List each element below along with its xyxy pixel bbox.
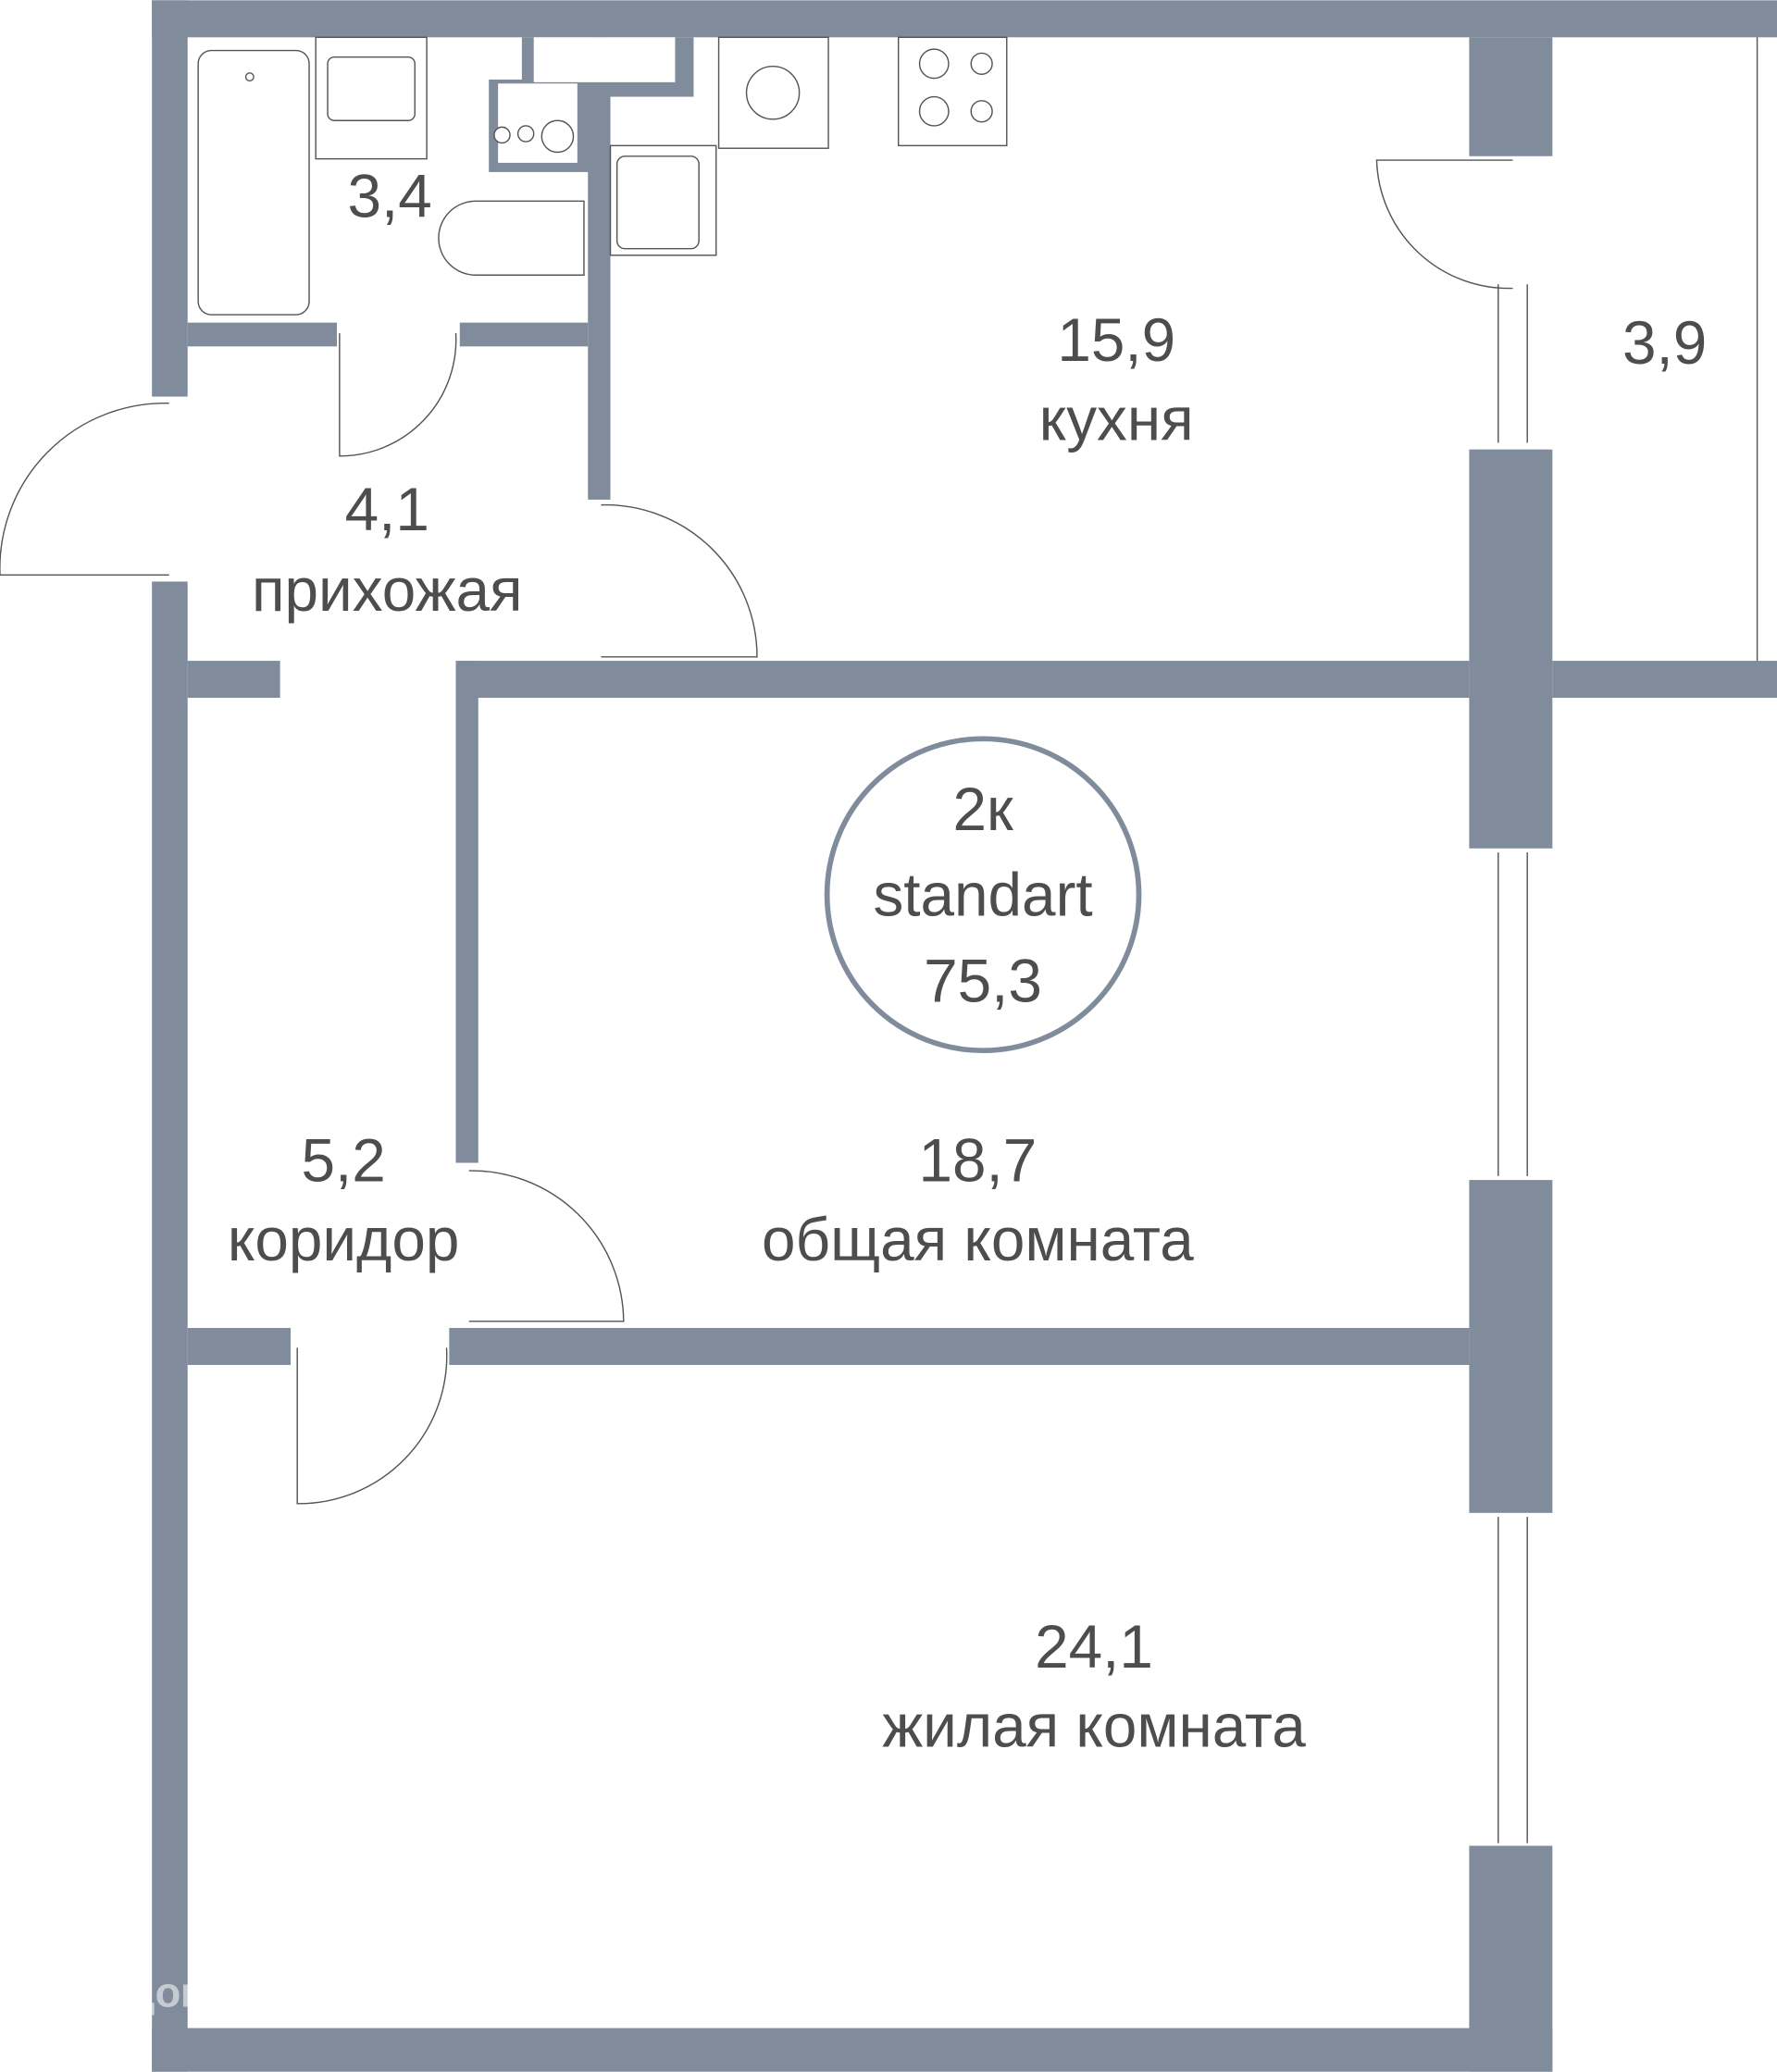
kitchen-name: кухня: [1039, 386, 1194, 453]
corridor-area: 5,2: [302, 1127, 386, 1195]
badge-type: standart: [873, 862, 1092, 929]
kitchen-area: 15,9: [1057, 306, 1175, 374]
doors: [0, 159, 1513, 1505]
badge-total-area: 75,3: [924, 947, 1042, 1014]
house-logo-icon: [63, 1954, 114, 2024]
hallway-area: 4,1: [345, 476, 429, 543]
living-room-area: 24,1: [1035, 1613, 1153, 1681]
bathroom-area: 3,4: [347, 162, 431, 230]
watermark-text: домклик: [128, 1969, 307, 2016]
corridor-name: коридор: [228, 1206, 460, 1273]
toilet-icon: [438, 200, 585, 276]
room-labels: 3,4 15,9 кухня 3,9 4,1 прихожая 5,2 кори…: [228, 162, 1707, 1759]
washing-machine-icon: [717, 36, 829, 149]
fixtures: [197, 36, 1758, 1843]
living-room-name: жилая комната: [882, 1693, 1306, 1760]
common-room-area: 18,7: [918, 1127, 1037, 1195]
apartment-badge: 2к standart 75,3: [824, 736, 1142, 1054]
balcony-area: 3,9: [1622, 309, 1707, 377]
watermark: домклик: [63, 1954, 307, 2024]
stove-icon: [897, 36, 1008, 147]
badge-rooms: 2к: [952, 775, 1014, 843]
hallway-name: прихожая: [252, 556, 523, 624]
bathtub-icon: [197, 49, 310, 316]
common-room-name: общая комната: [762, 1206, 1194, 1273]
walls: [152, 0, 1777, 2072]
